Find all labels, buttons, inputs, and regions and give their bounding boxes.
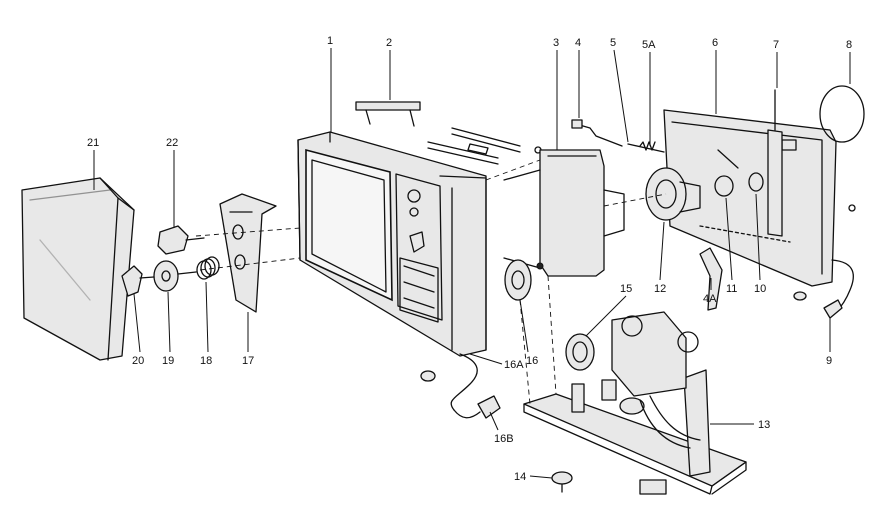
callout-13: 13 xyxy=(758,419,770,431)
callout-9: 9 xyxy=(826,355,832,367)
callout-14: 14 xyxy=(514,471,526,483)
lower-knob-part xyxy=(121,265,143,297)
speaker-cable-part xyxy=(450,353,501,419)
callout-15: 15 xyxy=(620,283,632,295)
callout-10: 10 xyxy=(754,283,766,295)
top-bracket-part xyxy=(355,101,421,127)
callout-16b: 16B xyxy=(494,433,514,445)
control-bracket-part xyxy=(219,193,277,313)
anode-lead-part xyxy=(571,119,623,147)
vertical-bracket-part xyxy=(767,89,783,237)
callout-22: 22 xyxy=(166,137,178,149)
socket-part xyxy=(714,149,739,197)
cabinet-foot-part xyxy=(420,370,436,382)
line-cord-part xyxy=(823,259,854,319)
callout-12: 12 xyxy=(654,283,666,295)
chassis-part xyxy=(523,311,747,495)
callout-16a: 16A xyxy=(504,359,524,371)
callout-21: 21 xyxy=(87,137,99,149)
callout-2: 2 xyxy=(386,37,392,49)
callout-6: 6 xyxy=(712,37,718,49)
callout-4: 4 xyxy=(575,37,581,49)
callout-17: 17 xyxy=(242,355,254,367)
callout-3: 3 xyxy=(553,37,559,49)
loop-antenna-part xyxy=(819,85,865,143)
callout-20: 20 xyxy=(132,355,144,367)
chassis-foot-part xyxy=(551,471,573,493)
tuning-knob-part xyxy=(139,260,197,292)
callout-11: 11 xyxy=(726,283,737,295)
callout-1: 1 xyxy=(327,35,333,47)
callout-5: 5 xyxy=(610,37,616,49)
callout-18: 18 xyxy=(200,355,212,367)
callout-8: 8 xyxy=(846,39,852,51)
tube-part xyxy=(748,172,764,192)
cabinet-part xyxy=(297,131,487,357)
rod-assembly-part xyxy=(427,127,542,165)
callout-19: 19 xyxy=(162,355,174,367)
upper-knob-part xyxy=(157,225,205,255)
callout-7: 7 xyxy=(773,39,779,51)
knob-spring-part xyxy=(196,256,220,280)
picture-tube-part xyxy=(503,149,625,277)
back-cover-part xyxy=(663,109,856,287)
callout-5a: 5A xyxy=(642,39,656,51)
back-foot-part xyxy=(793,291,807,301)
side-panel-part xyxy=(21,177,135,361)
leader-lines xyxy=(93,48,851,479)
callout-4a: 4A xyxy=(703,293,717,305)
speaker-part xyxy=(504,259,544,301)
spring-part xyxy=(627,141,665,153)
callouts: 1 2 3 4 5 5A 6 7 8 21 22 12 11 10 4A 15 … xyxy=(87,35,852,483)
callout-16: 16 xyxy=(526,355,538,367)
ring-part xyxy=(565,333,595,371)
